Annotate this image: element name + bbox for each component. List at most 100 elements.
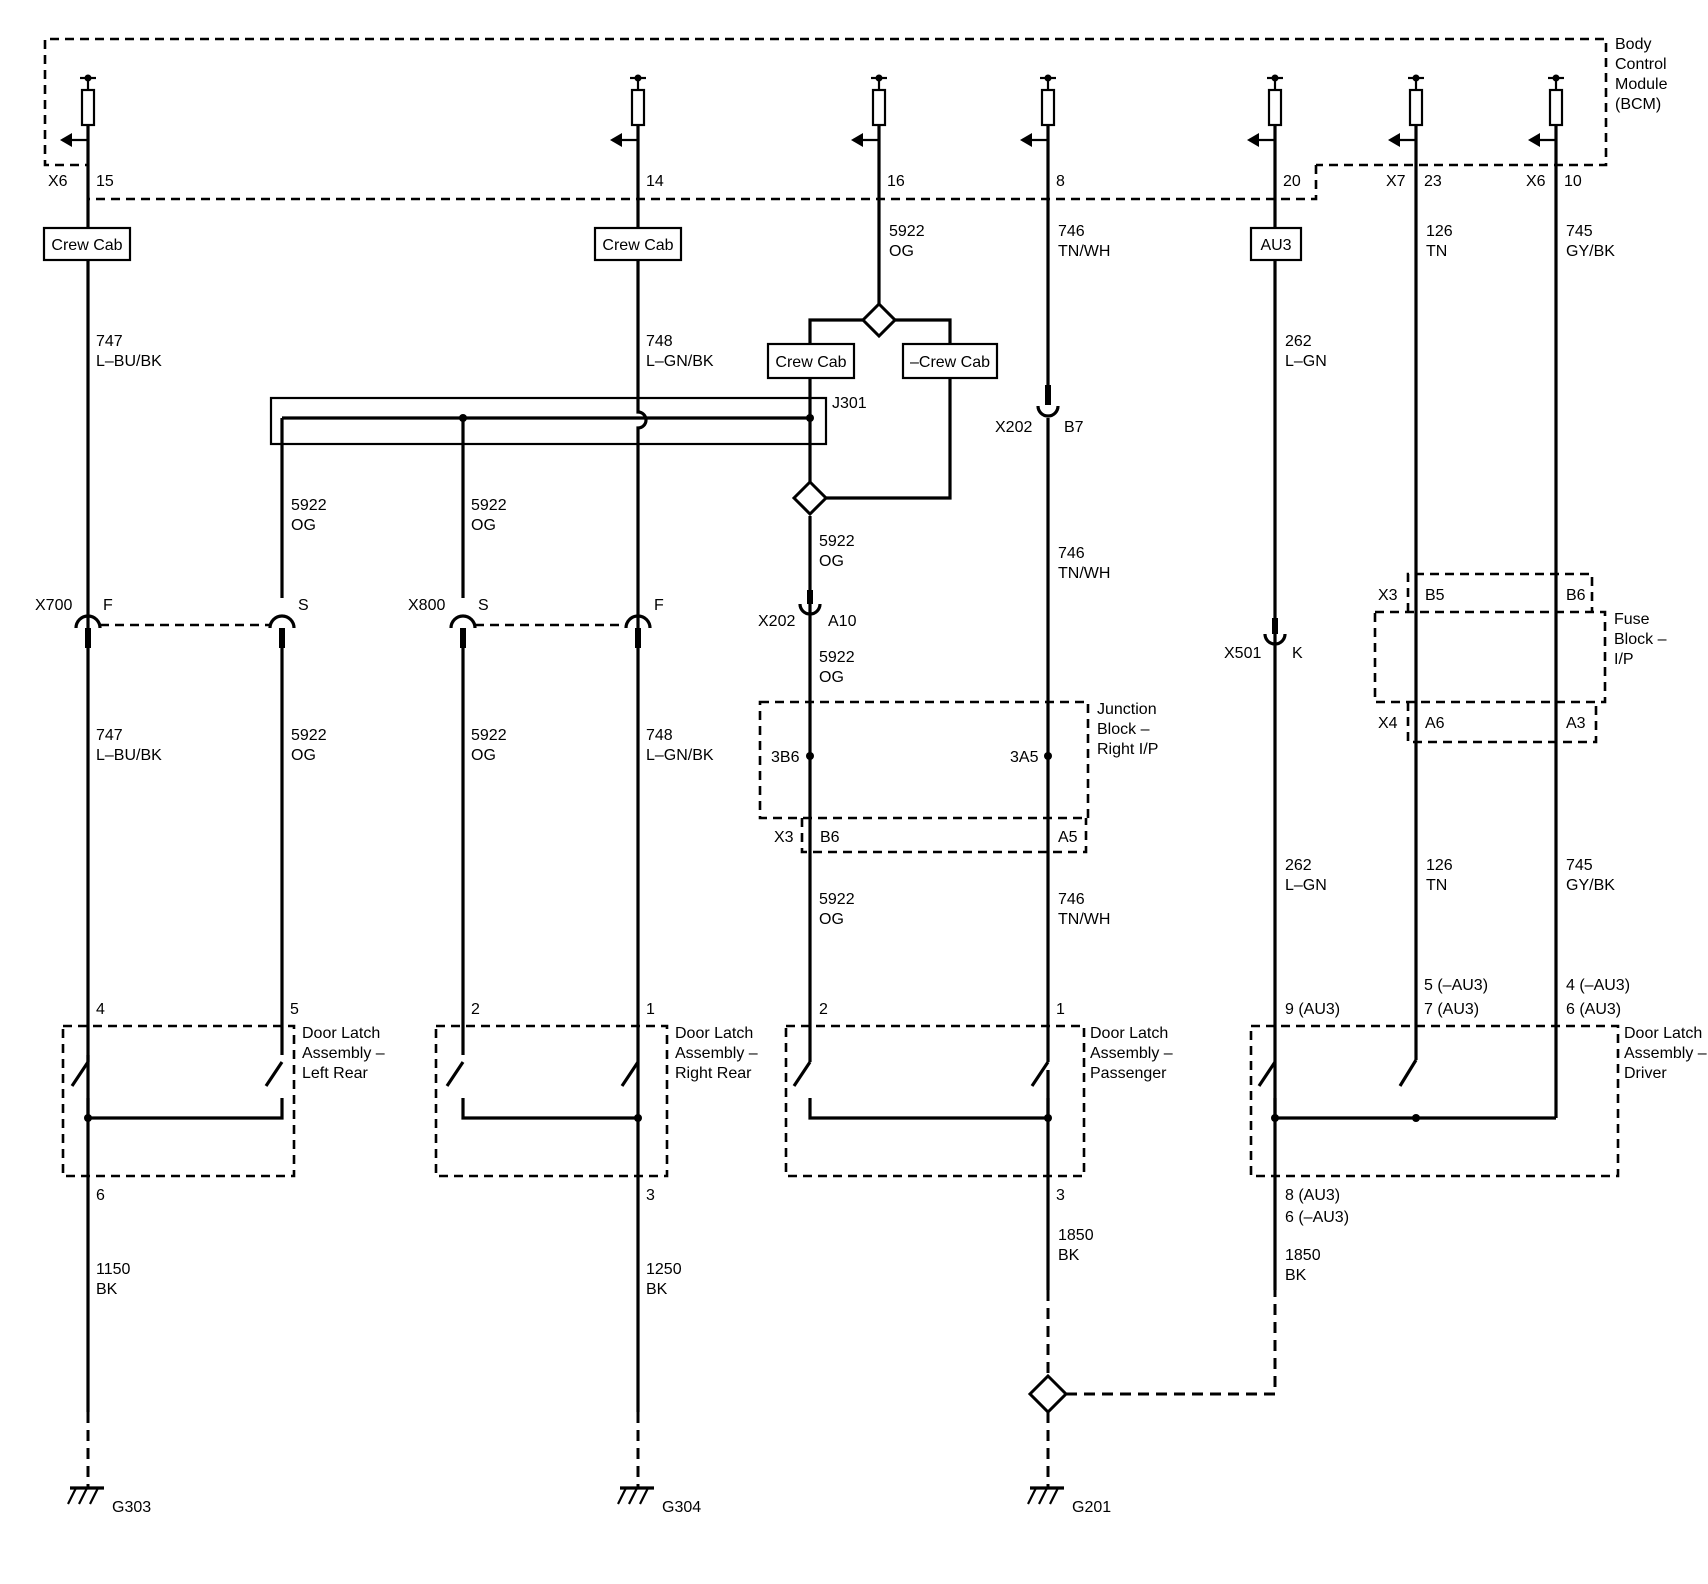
wire-circuit-5922-c: 5922 (819, 533, 855, 550)
fuse-block-label-2: Block – (1614, 631, 1667, 648)
wire-circuit-746-mid: 746 (1058, 545, 1085, 562)
wire-color-5922-d: OG (819, 669, 844, 686)
latch-driver-label-1: Door Latch (1624, 1025, 1702, 1042)
ground-g201: G201 (1027, 1486, 1111, 1516)
connector-x700: X700 F S (35, 597, 309, 648)
bcm-conn-7: X6 (1526, 173, 1546, 190)
wire-color-262-low: L–GN (1285, 877, 1327, 894)
wire-circuit-126-low: 126 (1426, 857, 1453, 874)
wire-color-746-top: TN/WH (1058, 243, 1110, 260)
wire-circuit-745-top: 745 (1566, 223, 1593, 240)
connector-x800-id: X800 (408, 597, 445, 614)
junction-block-label-3: Right I/P (1097, 741, 1158, 758)
door-latch-right-rear: Door Latch Assembly – Right Rear 2 1 3 (434, 1001, 758, 1204)
splice-id-j301: J301 (832, 395, 867, 412)
bcm-pin-6: 23 (1424, 173, 1442, 190)
wire-circuit-747-top: 747 (96, 333, 123, 350)
ground-g303: G303 (67, 1486, 151, 1516)
wire-color-5922-g: OG (819, 911, 844, 928)
wire-color-5922-e: OG (291, 747, 316, 764)
wire-circuit-5922-e: 5922 (291, 727, 327, 744)
latch-driver-pin-c2: 6 (AU3) (1566, 1001, 1621, 1018)
wire-color-1150: BK (96, 1281, 118, 1298)
wire-circuit-5922-a: 5922 (291, 497, 327, 514)
connector-x501-pin: K (1292, 645, 1303, 662)
option-box-crew-cab-3: Crew Cab (766, 342, 856, 380)
latch-right-rear-label-2: Assembly – (675, 1045, 758, 1062)
wire-circuit-748-top: 748 (646, 333, 673, 350)
wire-labels: 747 L–BU/BK 748 L–GN/BK 5922 OG 746 TN/W… (96, 223, 1615, 1298)
wire-color-1850-b: BK (1285, 1267, 1307, 1284)
latch-driver-ground-1: 8 (AU3) (1285, 1187, 1340, 1204)
wire-color-747-top: L–BU/BK (96, 353, 162, 370)
connector-x700-id: X700 (35, 597, 72, 614)
fuse-block-label-1: Fuse (1614, 611, 1650, 628)
wire-circuit-1150: 1150 (96, 1261, 131, 1278)
bcm-terminal-3: 16 (851, 74, 905, 190)
option-box-au3: AU3 (1249, 226, 1303, 262)
connector-x700-pin-b: S (298, 597, 309, 614)
bcm-label-1: Body (1615, 36, 1651, 53)
bcm-terminal-2: 14 (610, 74, 664, 190)
wire-circuit-745-low: 745 (1566, 857, 1593, 874)
latch-right-rear-pin-a: 2 (471, 1001, 480, 1018)
latch-driver-ground-2: 6 (–AU3) (1285, 1209, 1349, 1226)
wire-color-1250: BK (646, 1281, 668, 1298)
wire-color-745-top: GY/BK (1566, 243, 1615, 260)
option-box-crew-cab-1: Crew Cab (42, 226, 132, 262)
connector-x202-a10-id: X202 (758, 613, 795, 630)
wire-color-126-low: TN (1426, 877, 1447, 894)
bcm-pin-4: 8 (1056, 173, 1065, 190)
wire-circuit-5922-top: 5922 (889, 223, 925, 240)
bcm-conn-1: X6 (48, 173, 68, 190)
fuse-block-bot-left: A6 (1425, 715, 1445, 732)
wire-circuit-1850-b: 1850 (1285, 1247, 1321, 1264)
door-latch-left-rear: Door Latch Assembly – Left Rear 4 5 6 (61, 1001, 385, 1204)
junction-block-label-1: Junction (1097, 701, 1157, 718)
wire-color-746-low: TN/WH (1058, 911, 1110, 928)
connector-x700-pin-a: F (103, 597, 113, 614)
splice-diamond-mid (791, 479, 829, 517)
option-label-crew-cab-1: Crew Cab (51, 237, 122, 254)
bcm-terminal-6: X7 23 (1386, 74, 1442, 190)
fuse-block-bot-conn: X4 (1378, 715, 1398, 732)
latch-right-rear-ground-pin: 3 (646, 1187, 655, 1204)
bcm-pin-3: 16 (887, 173, 905, 190)
connector-x800-pin-b: F (654, 597, 664, 614)
latch-driver-pin-c1: 4 (–AU3) (1566, 977, 1630, 994)
wire-color-262-top: L–GN (1285, 353, 1327, 370)
wire-color-746-mid: TN/WH (1058, 565, 1110, 582)
wire-circuit-748-low: 748 (646, 727, 673, 744)
fuse-block-label-3: I/P (1614, 651, 1634, 668)
connector-x202-a10-pin: A10 (828, 613, 857, 630)
connector-x800-pin-a: S (478, 597, 489, 614)
connector-x501-id: X501 (1224, 645, 1261, 662)
option-box-not-crew-cab: –Crew Cab (901, 342, 999, 380)
latch-driver-label-2: Assembly – (1624, 1045, 1707, 1062)
connector-x202-b7-pin: B7 (1064, 419, 1084, 436)
ground-g303-label: G303 (112, 1499, 151, 1516)
option-box-crew-cab-2: Crew Cab (593, 226, 683, 262)
junction-block-pin-left: 3B6 (771, 749, 800, 766)
fuse-block-bot-right: A3 (1566, 715, 1586, 732)
wire-circuit-5922-g: 5922 (819, 891, 855, 908)
junction-block-right-ip: Junction Block – Right I/P 3B6 3A5 X3 B6… (758, 700, 1158, 854)
option-label-crew-cab-2: Crew Cab (602, 237, 673, 254)
wire-color-5922-top: OG (889, 243, 914, 260)
fuse-block-ip: Fuse Block – I/P X3 B5 B6 X4 A6 A3 (1373, 572, 1667, 744)
wire-circuit-5922-f: 5922 (471, 727, 507, 744)
wire-circuit-262-top: 262 (1285, 333, 1312, 350)
latch-driver-label-3: Driver (1624, 1065, 1667, 1082)
latch-right-rear-label-3: Right Rear (675, 1065, 752, 1082)
fuse-block-top-left: B5 (1425, 587, 1445, 604)
latch-right-rear-label-1: Door Latch (675, 1025, 753, 1042)
latch-passenger-label-2: Assembly – (1090, 1045, 1173, 1062)
connector-x202-b7: X202 B7 (995, 385, 1084, 436)
bcm-pin-1: 15 (96, 173, 114, 190)
bcm-label-2: Control (1615, 56, 1667, 73)
wire-color-1850-a: BK (1058, 1247, 1080, 1264)
wire-color-126-top: TN (1426, 243, 1447, 260)
junction-block-conn-left: B6 (820, 829, 840, 846)
splice-diamond-ground (1027, 1373, 1069, 1415)
